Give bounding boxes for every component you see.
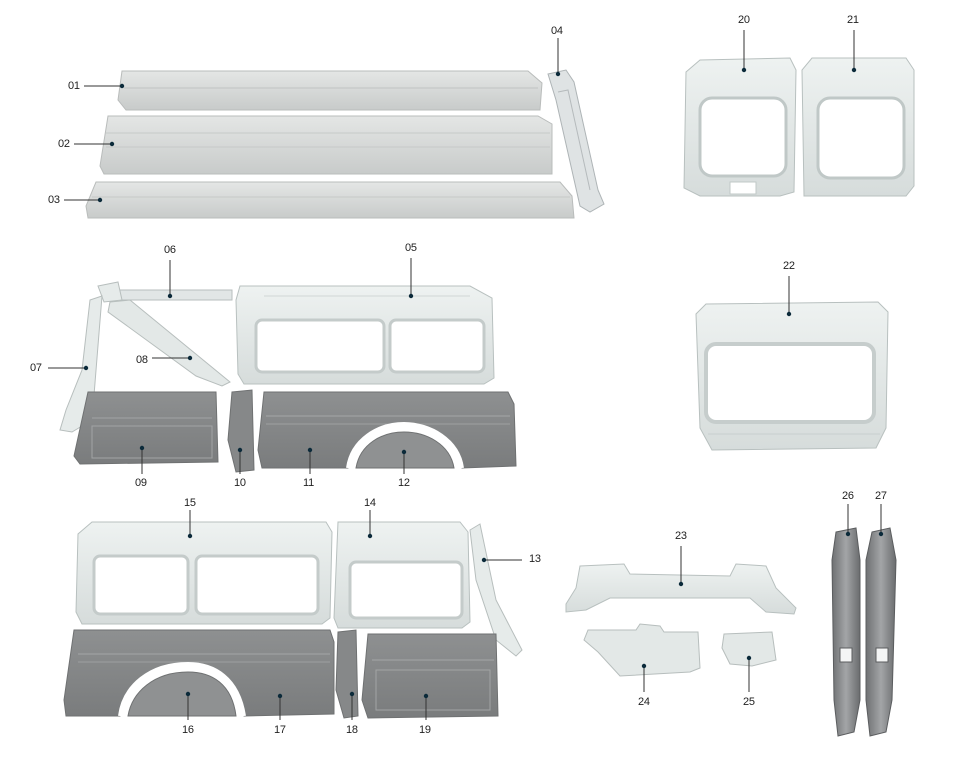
leader-dot-12 [401, 449, 407, 455]
part-21-panel [801, 57, 915, 197]
callout-12: 12 [398, 477, 410, 489]
part-27-pillar [865, 527, 897, 737]
leader-dot-21 [851, 67, 857, 73]
leader-dot-13 [481, 557, 487, 563]
callout-13: 13 [529, 553, 541, 565]
leader-dot-03 [97, 197, 103, 203]
callout-05: 05 [405, 242, 417, 254]
callout-01: 01 [68, 80, 80, 92]
callout-09: 09 [135, 477, 147, 489]
leader-dot-02 [109, 141, 115, 147]
callout-27: 27 [875, 490, 887, 502]
leader-dot-16 [185, 691, 191, 697]
callout-03: 03 [48, 194, 60, 206]
callout-11: 11 [303, 477, 315, 489]
part-26-pillar [831, 527, 861, 737]
part-19-panel [361, 633, 499, 719]
callout-10: 10 [234, 477, 246, 489]
callout-22: 22 [783, 260, 795, 272]
callout-24: 24 [638, 696, 650, 708]
leader-dot-10 [237, 447, 243, 453]
callout-08: 08 [136, 354, 148, 366]
leader-dot-04 [555, 71, 561, 77]
callout-21: 21 [847, 14, 859, 26]
callout-18: 18 [346, 724, 358, 736]
callout-06: 06 [164, 244, 176, 256]
part-15-panel [75, 521, 333, 625]
part-02-panel [99, 115, 553, 175]
part-09-panel [73, 391, 219, 465]
leader-dot-06 [167, 293, 173, 299]
leader-dot-17 [277, 693, 283, 699]
leader-dot-19 [423, 693, 429, 699]
leader-dot-01 [119, 83, 125, 89]
part-16-wheel-arch [118, 661, 246, 717]
part-04-panel [547, 69, 605, 213]
part-08-panel [107, 299, 231, 387]
part-20-panel [683, 57, 797, 197]
part-14-panel [333, 521, 471, 629]
callout-16: 16 [182, 724, 194, 736]
part-10-panel [227, 389, 255, 473]
callout-07: 07 [30, 362, 42, 374]
leader-dot-25 [746, 655, 752, 661]
leader-dot-18 [349, 691, 355, 697]
leader-dot-22 [786, 311, 792, 317]
part-06-panel [97, 281, 233, 303]
part-03-panel [85, 181, 575, 219]
leader-dot-15 [187, 533, 193, 539]
callout-02: 02 [58, 138, 70, 150]
leader-dot-24 [641, 663, 647, 669]
callout-19: 19 [419, 724, 431, 736]
callout-14: 14 [364, 497, 376, 509]
leader-dot-09 [139, 445, 145, 451]
part-23-panel [565, 563, 797, 615]
part-12-wheel-arch [346, 421, 464, 469]
part-22-panel [695, 301, 889, 451]
leader-dot-07 [83, 365, 89, 371]
callout-25: 25 [743, 696, 755, 708]
callout-15: 15 [184, 497, 196, 509]
part-01-panel [117, 70, 543, 111]
part-18-panel [335, 629, 359, 719]
leader-dot-23 [678, 581, 684, 587]
callout-26: 26 [842, 490, 854, 502]
callout-04: 04 [551, 25, 563, 37]
part-13-panel [469, 523, 523, 657]
leader-dot-05 [408, 293, 414, 299]
part-05-panel [235, 285, 495, 385]
part-25-panel [721, 631, 777, 667]
leader-dot-26 [845, 531, 851, 537]
leader-dot-27 [878, 531, 884, 537]
part-24-panel [583, 623, 701, 677]
callout-leaders [48, 30, 884, 720]
leader-dot-14 [367, 533, 373, 539]
callout-20: 20 [738, 14, 750, 26]
callout-23: 23 [675, 530, 687, 542]
leader-dot-08 [187, 355, 193, 361]
leader-dot-11 [307, 447, 313, 453]
leader-dot-20 [741, 67, 747, 73]
callout-17: 17 [274, 724, 286, 736]
